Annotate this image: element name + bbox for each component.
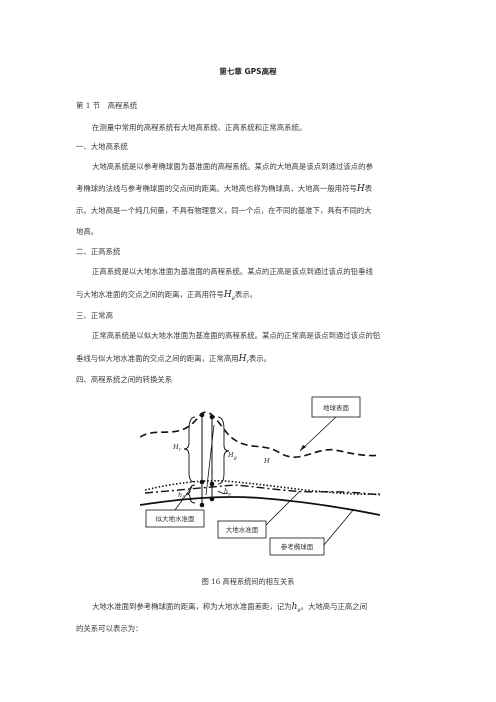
paragraph-line: 正高系统是以大地水准面为基准面的高程系统。某点的正高是该点到通过该点的铅垂线	[92, 267, 373, 276]
paragraph-line: 地高。	[76, 227, 99, 236]
symbol-hg: hg	[291, 602, 301, 613]
heading-conversion: 四、高程系统之间的转换关系	[76, 375, 173, 384]
intro-paragraph: 在测量中常用的高程系统有大地高系统、正高系统和正常高系统。	[92, 123, 307, 132]
heading-normal-height: 三、正常高	[76, 311, 113, 320]
earth-surface-curve	[140, 411, 380, 458]
figure-caption: 图 16 高程系统间的相互关系	[201, 577, 295, 586]
ellipsoid-curve	[140, 496, 380, 516]
label-ellipsoid: 参考椭球面	[281, 542, 314, 551]
paragraph-line: 大地高系统是以参考椭球面为基准面的高程系统。某点的大地高是该点到通过该点的参	[92, 162, 373, 171]
chapter-title: 第七章 GPS高程	[219, 67, 277, 76]
paragraph-line: 正常高系统是以似大地水准面为基准面的高程系统。某点的正常高是该点到通过该点的铅	[92, 331, 381, 340]
paragraph-line: 考椭球的法线与参考椭球面的交点间的距离。大地高也称为椭球高，大地高一般用符号H表	[76, 184, 373, 194]
label-earth-surface: 地球表面	[323, 403, 350, 412]
paragraph-line: 大地水准面到参考椭球面的距离，称为大地水准面差距，记为hg。大地高与正高之间	[92, 602, 368, 613]
heading-geodetic-height: 一、大地高系统	[76, 142, 128, 151]
label-N: hg	[224, 487, 231, 496]
paragraph-line: 的关系可以表示为：	[76, 624, 143, 633]
height-systems-diagram: Hr Hg H hζ hg 地球表面 似大地水准面 大地水准面 参考椭球面	[140, 396, 380, 556]
label-Hr: Hr	[172, 443, 182, 453]
paragraph-line: 垂线与似大地水准面的交点之间的距离，正常高用Hr表示。	[76, 354, 272, 365]
symbol-Hg: Hg	[223, 290, 235, 301]
section-heading: 第 1 节 高程系统	[76, 101, 138, 110]
label-quasi-geoid: 似大地水准面	[156, 514, 196, 523]
paragraph-line: 示。大地高是一个纯几何量，不具有物理意义，同一个点，在不同的基准下，具有不同的大	[76, 206, 372, 215]
heading-orthometric-height: 二、正高系统	[76, 247, 121, 256]
label-H: H	[263, 457, 270, 465]
symbol-Hr: Hr	[238, 354, 249, 365]
quasi-geoid-curve	[144, 480, 380, 496]
paragraph-line: 与大地水准面的交点之间的距离，正高用符号Hg表示。	[76, 290, 258, 301]
label-Hg: Hg	[227, 451, 237, 461]
symbol-H: H	[356, 184, 365, 194]
label-geoid: 大地水准面	[226, 525, 259, 534]
